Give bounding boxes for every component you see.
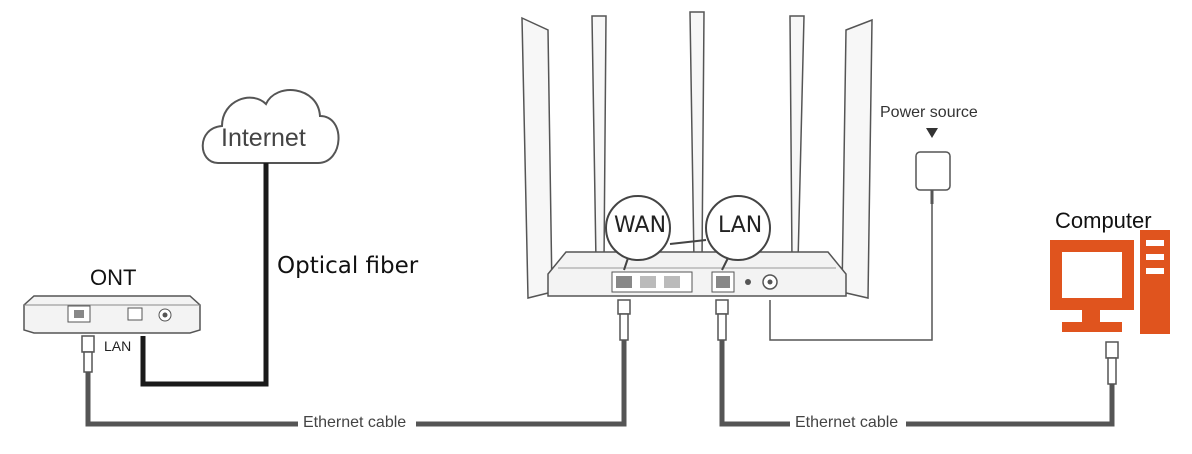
- optical-fiber-label: Optical fiber: [277, 253, 419, 279]
- router-antenna-icons: [521, 11, 873, 299]
- power-cord-line: [769, 204, 933, 341]
- power-source-label: Power source: [880, 104, 978, 121]
- ethernet-cable-router-computer-2: [906, 384, 1115, 427]
- wan-callout-label: WAN: [614, 213, 667, 238]
- power-arrow-icon: [926, 128, 938, 138]
- callout-connector-line: [669, 239, 707, 245]
- ethernet-cable-ont-router: [85, 372, 298, 427]
- ethernet-cable-router-computer: [719, 340, 790, 427]
- computer-label: Computer: [1055, 208, 1152, 233]
- internet-label: Internet: [221, 124, 306, 152]
- ont-title: ONT: [90, 265, 137, 290]
- rj45-plug-icon: [81, 335, 95, 373]
- ont-device-icon: [23, 295, 201, 334]
- ethernet-cable-ont-router-2: [416, 340, 627, 427]
- lan-callout-label: LAN: [718, 213, 763, 238]
- ethernet-cable-label-left: Ethernet cable: [303, 414, 407, 431]
- computer-icon: [1050, 230, 1170, 334]
- rj45-plug-wan-icon: [617, 299, 631, 341]
- ont-lan-label: LAN: [104, 338, 132, 354]
- rj45-plug-computer-icon: [1105, 341, 1119, 385]
- optical-fiber-line: [140, 163, 269, 387]
- power-adapter-icon: [915, 151, 951, 204]
- lan-callout-bubble: [705, 195, 771, 271]
- wan-callout-bubble: [605, 195, 671, 271]
- rj45-plug-lan-icon: [715, 299, 729, 341]
- router-body-icon: [547, 251, 847, 297]
- ethernet-cable-label-right: Ethernet cable: [795, 414, 899, 431]
- internet-cloud-icon: [201, 89, 340, 164]
